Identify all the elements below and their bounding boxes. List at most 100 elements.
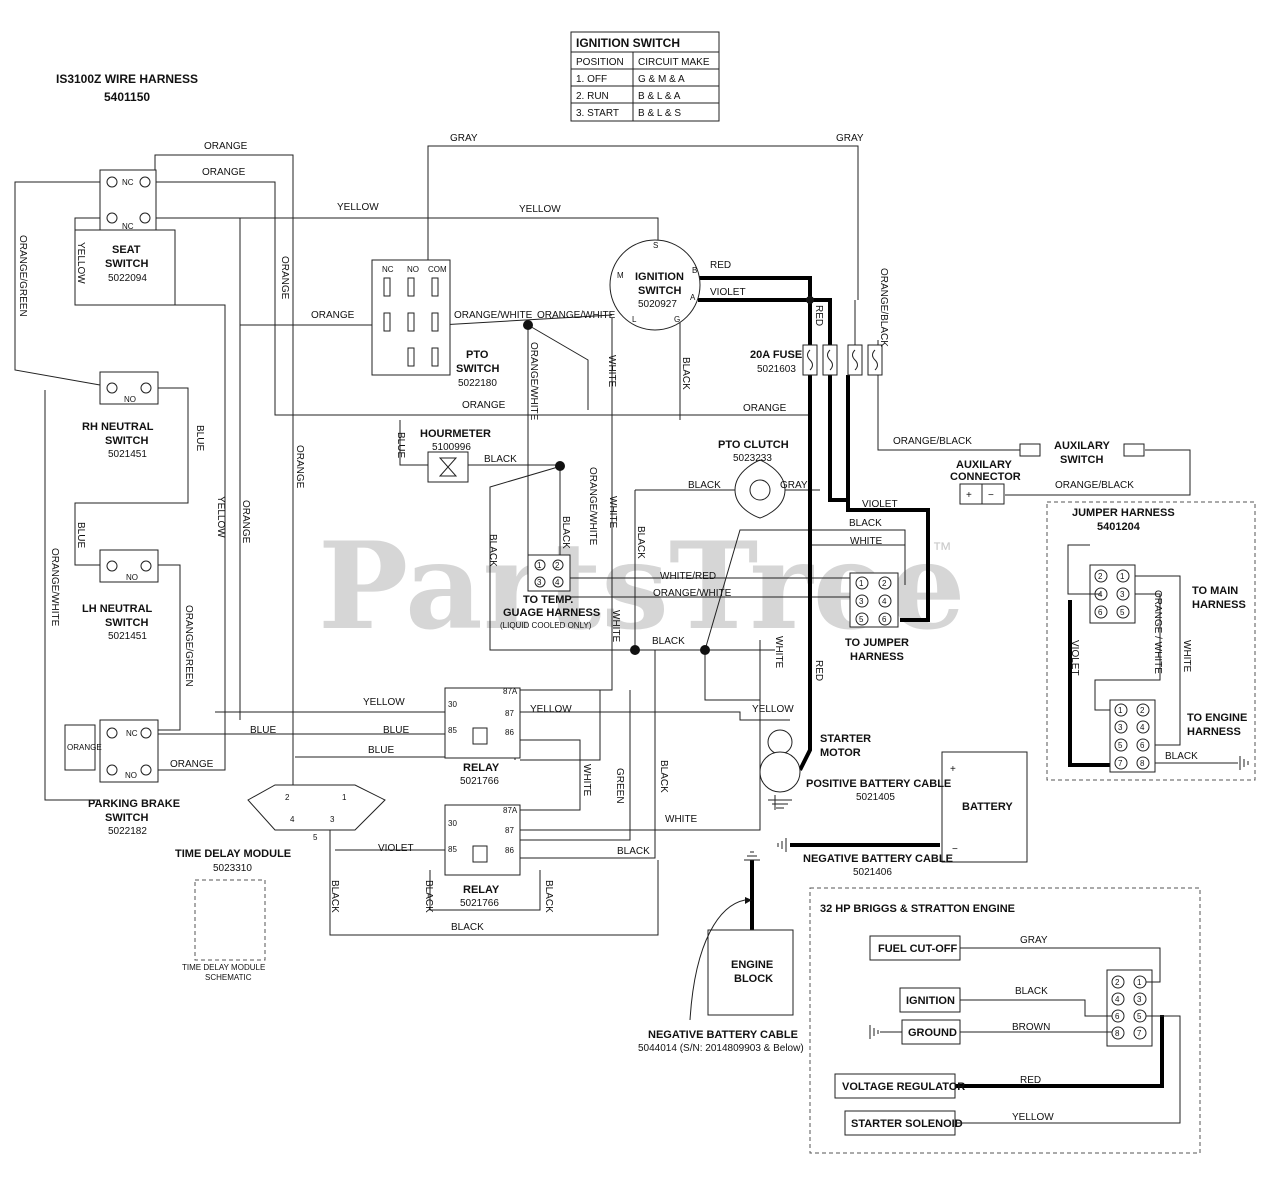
parking-brake-switch: ORANGE NC NO PARKING BRAKE SWITCH 502218… xyxy=(64,719,180,837)
engine-title: 32 HP BRIGGS & STRATTON ENGINE xyxy=(820,903,1015,915)
pin-2: 2 xyxy=(1115,978,1120,987)
wire-label-black: BLACK xyxy=(423,880,434,913)
relay-2: 30 87A 87 85 86 RELAY 5021766 xyxy=(444,804,521,909)
pto-clutch: PTO CLUTCH 5023233 xyxy=(718,439,789,519)
pin-4: 4 xyxy=(1115,995,1120,1004)
wire-label-orange-white: ORANGE/WHITE xyxy=(49,548,60,627)
to-main-label: HARNESS xyxy=(1192,599,1246,611)
wire-label-gray: GRAY xyxy=(450,133,478,144)
seat-switch-pin-nc: NC xyxy=(122,222,134,231)
engine-section: 32 HP BRIGGS & STRATTON ENGINE FUEL CUT-… xyxy=(809,887,1201,1154)
pto-clutch-part: 5023233 xyxy=(733,453,772,464)
wire-label-orange: ORANGE xyxy=(170,759,214,770)
wire-label-violet: VIOLET xyxy=(710,287,746,298)
pto-clutch-label: PTO CLUTCH xyxy=(718,439,789,451)
parking-brake-label: PARKING BRAKE xyxy=(88,798,180,810)
wire-label-white: WHITE xyxy=(610,610,621,643)
wire-label-black: BLACK xyxy=(658,760,669,793)
wire-label-yellow: YELLOW xyxy=(215,496,226,538)
wire-label-blue: BLUE xyxy=(75,522,86,548)
wire-label-blue: BLUE xyxy=(368,745,394,756)
ignition-table-row-position: 1. OFF xyxy=(576,74,607,85)
relay-pin-85: 85 xyxy=(448,726,457,735)
ignition-switch-label: SWITCH xyxy=(638,285,681,297)
wire-label-black: BLACK xyxy=(635,526,646,559)
wire-label-orange-white: ORANGE/WHITE xyxy=(528,342,539,421)
watermark-tm: ™ xyxy=(932,539,952,561)
wire-label-orange-white: ORANGE/WHITE xyxy=(454,310,533,321)
wire-label-white: WHITE xyxy=(665,814,698,825)
lh-neutral-label: SWITCH xyxy=(105,617,148,629)
aux-switch-label: AUXILARY xyxy=(1054,440,1110,452)
wire-label-white: WHITE xyxy=(606,355,617,388)
battery: BATTERY + − POSITIVE BATTERY CABLE 50214… xyxy=(777,751,1028,878)
battery-negative: − xyxy=(952,844,958,855)
auxiliary-switch: AUXILARY SWITCH xyxy=(1019,440,1145,466)
seat-switch: NC NC SEAT SWITCH 5022094 xyxy=(74,169,176,306)
to-engine-label: TO ENGINE xyxy=(1187,712,1247,724)
wire-label-blue: BLUE xyxy=(395,432,406,458)
junction-dots xyxy=(523,296,814,655)
pin-4: 4 xyxy=(290,815,295,824)
wire-label-red: RED xyxy=(813,305,824,326)
pto-switch-label: PTO xyxy=(466,349,489,361)
fuse-part: 5021603 xyxy=(757,364,796,375)
seat-switch-part: 5022094 xyxy=(108,273,147,284)
diagram-part-number: 5401150 xyxy=(104,90,150,104)
pin-1: 1 xyxy=(342,793,347,802)
temp-gauge-note: (LIQUID COOLED ONLY) xyxy=(500,621,592,630)
wire-label-orange-black: ORANGE/BLACK xyxy=(878,268,889,347)
wire-label-black: BLACK xyxy=(652,636,685,647)
wire-label-black: BLACK xyxy=(680,357,691,390)
wire-label-red: RED xyxy=(813,660,824,681)
wire-labels: ORANGE ORANGE GRAY GRAY YELLOW YELLOW OR… xyxy=(17,133,1198,933)
pin-5: 5 xyxy=(1137,1012,1142,1021)
wire-label-yellow: YELLOW xyxy=(519,204,561,215)
pin-4: 4 xyxy=(1140,723,1145,732)
rh-neutral-label: SWITCH xyxy=(105,435,148,447)
pin-6: 6 xyxy=(1098,608,1103,617)
wire-label-brown: BROWN xyxy=(1012,1022,1050,1033)
to-jumper-label: TO JUMPER xyxy=(845,637,909,649)
jumper-harness-part: 5401204 xyxy=(1097,521,1141,533)
relay-pin-30: 30 xyxy=(448,819,457,828)
pin-1: 1 xyxy=(1137,978,1142,987)
seat-switch-label: SWITCH xyxy=(105,258,148,270)
ignition-table-row-position: 2. RUN xyxy=(576,91,609,102)
pin-2: 2 xyxy=(1098,572,1103,581)
pin-7: 7 xyxy=(1137,1029,1142,1038)
wire-label-violet: VIOLET xyxy=(1069,640,1080,676)
wire-label-gray: GRAY xyxy=(1020,935,1048,946)
engine-solenoid-label: STARTER SOLENOID xyxy=(851,1118,963,1130)
pin-1: 1 xyxy=(1120,572,1125,581)
ignition-table-row-circuit: B & L & S xyxy=(638,108,681,119)
ignition-pin-a: A xyxy=(690,293,696,302)
positive-cable-label: POSITIVE BATTERY CABLE xyxy=(806,778,951,790)
wire-label-orange-black: ORANGE/BLACK xyxy=(893,436,972,447)
pin-5: 5 xyxy=(1120,608,1125,617)
wire-label-black: BLACK xyxy=(484,454,517,465)
rh-neutral-part: 5021451 xyxy=(108,449,147,460)
heavy-wires xyxy=(698,276,1164,1088)
pin-4: 4 xyxy=(555,578,560,587)
wire-label-orange: ORANGE xyxy=(279,256,290,300)
temp-gauge-label: TO TEMP. xyxy=(523,594,573,606)
pto-switch-part: 5022180 xyxy=(458,378,497,389)
to-main-label: TO MAIN xyxy=(1192,585,1238,597)
relay-pin-87: 87 xyxy=(505,826,514,835)
wire-label-blue: BLUE xyxy=(383,725,409,736)
to-engine-label: HARNESS xyxy=(1187,726,1241,738)
ignition-table-row-position: 3. START xyxy=(576,108,619,119)
parking-brake-part: 5022182 xyxy=(108,826,147,837)
wire-label-black: BLACK xyxy=(329,880,340,913)
wire-label-yellow: YELLOW xyxy=(752,704,794,715)
parking-brake-pin-nc: NC xyxy=(126,729,138,738)
relay-2-label: RELAY xyxy=(463,884,500,896)
time-delay-part: 5023310 xyxy=(213,863,252,874)
pin-3: 3 xyxy=(1120,590,1125,599)
wire-label-black: BLACK xyxy=(688,480,721,491)
wire-label-black: BLACK xyxy=(849,518,882,529)
engine-voltage-label: VOLTAGE REGULATOR xyxy=(842,1081,965,1093)
ignition-table-row-circuit: B & L & A xyxy=(638,91,681,102)
